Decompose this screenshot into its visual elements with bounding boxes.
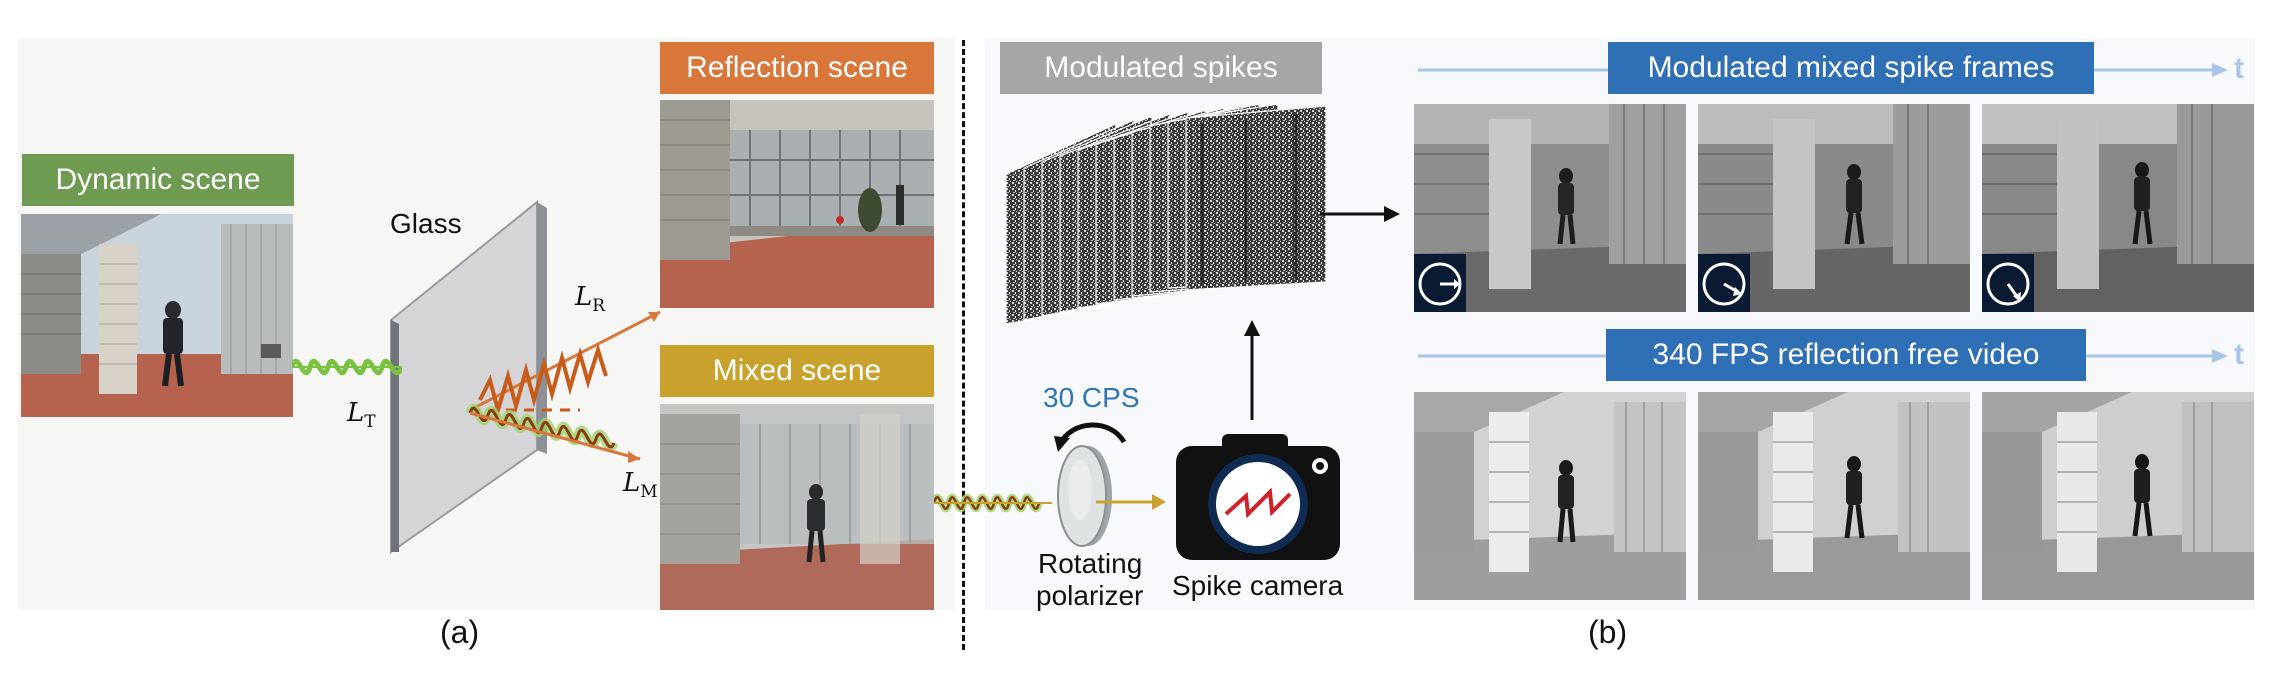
clock-dial-icon (1986, 262, 2030, 306)
panel-b-caption: (b) (1588, 614, 1628, 650)
glass-label: Glass (390, 208, 462, 239)
transmitted-light-symbol: L (347, 398, 365, 428)
transmitted-light-label: LT (347, 398, 376, 432)
polarizer-label-line1: Rotating (1038, 548, 1143, 579)
reflection-free-frame-3 (1982, 392, 2254, 600)
spikes-to-frames-arrow (1320, 206, 1400, 222)
mixed-light-symbol: L (623, 468, 641, 498)
polarizer-disk-icon (1057, 445, 1112, 547)
mixed-light-to-polarizer-wave (934, 493, 1052, 513)
dynamic-scene-photo (21, 214, 293, 417)
dynamic-scene-label: Dynamic scene (22, 154, 294, 206)
timeline-bottom-label: t (2234, 338, 2244, 371)
mixed-scene-label: Mixed scene (660, 345, 934, 397)
spike-camera-label: Spike camera (1172, 570, 1344, 601)
modulated-spikes-label: Modulated spikes (1000, 42, 1322, 94)
panel-divider (962, 40, 965, 650)
mixed-spike-frame-2 (1698, 104, 1970, 312)
rotation-arrow-icon (1054, 422, 1127, 452)
reflected-light-subscript: R (592, 296, 606, 317)
panel-a-caption: (a) (440, 614, 480, 650)
reflection-free-banner: 340 FPS reflection free video (1606, 329, 2086, 381)
cps-label: 30 CPS (1043, 382, 1140, 413)
timeline-top-label: t (2234, 52, 2244, 85)
camera-to-spikes-arrow (1244, 320, 1260, 420)
spike-camera-icon (1176, 434, 1340, 560)
polarizer-to-camera-arrow (1096, 494, 1166, 510)
glass-pane-icon (390, 200, 547, 554)
mixed-light-wave (465, 403, 641, 463)
reflected-light-label: LR (575, 282, 605, 316)
polarizer-label-line2: polarizer (1036, 580, 1144, 611)
mixed-frames-banner: Modulated mixed spike frames (1608, 42, 2094, 94)
clock-dial-icon (1702, 262, 1746, 306)
mixed-light-label: LM (623, 468, 658, 502)
reflected-light-symbol: L (575, 282, 593, 312)
modulated-spikes-stack (1006, 104, 1327, 325)
transmitted-light-wave (292, 358, 402, 376)
transmitted-light-subscript: T (364, 412, 376, 433)
reflection-scene-photo (660, 100, 934, 308)
reflection-free-frame-2 (1698, 392, 1970, 600)
reflection-free-frame-1 (1414, 392, 1686, 600)
mixed-spike-frame-1 (1414, 104, 1686, 312)
mixed-scene-photo (660, 404, 934, 610)
mixed-light-subscript: M (640, 482, 658, 503)
reflection-scene-label: Reflection scene (660, 42, 934, 94)
mixed-spike-frame-3 (1982, 104, 2254, 312)
